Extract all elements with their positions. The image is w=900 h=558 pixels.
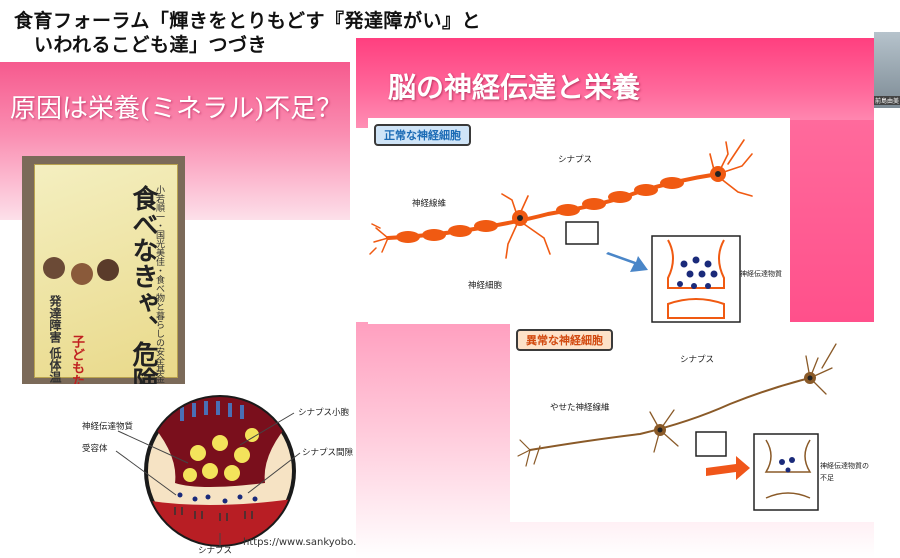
book-photo: 食べなきゃ、危険！ 小若順一・国光美佳・食べ物と暮らしの安全基金 発達障害 低体… [22, 156, 185, 384]
label-normal-transmitter: 神経伝達物質 [740, 269, 782, 278]
book-illustration-child [97, 259, 119, 281]
label-abnormal-transmitter-shortage: 不足 [820, 474, 834, 482]
label-normal-cell: 神経細胞 [468, 280, 503, 291]
abnormal-neuron-diagram: シナプス やせた神経線維 神経伝達物質の 不足 [517, 343, 869, 511]
source-url: https://www.sankyobo.co.jp/dicdet.html [243, 537, 441, 548]
normal-neuron-label: 正常な神経細胞 [374, 124, 471, 146]
label-synapse: シナプス [198, 546, 232, 555]
book-illustration-child [71, 263, 93, 285]
label-synaptic-cleft: シナプス間隙 [302, 447, 354, 458]
zoom-panel [651, 235, 741, 323]
book-title: 食べなきゃ、危険！ [128, 185, 158, 384]
abnormal-neuron-label: 異常な神経細胞 [516, 329, 613, 351]
label-normal-fiber: 神経線維 [412, 198, 447, 209]
label-abnormal-synapse: シナプス [680, 355, 714, 365]
book-authors: 小若順一・国光美佳・食べ物と暮らしの安全基金 [154, 185, 164, 383]
book-red-text: 子どもたちが劇的に変わっていく [67, 335, 86, 384]
label-synaptic-vesicle: シナプス小胞 [298, 407, 350, 418]
label-receptor: 受容体 [82, 443, 108, 454]
leader-line [117, 430, 189, 464]
zoom-box [695, 431, 727, 457]
synapse-diagram: 神経伝達物質 受容体 シナプス小胞 シナプス間隙 シナプス [82, 395, 354, 555]
zoom-arrow [606, 252, 648, 272]
left-slide-heading: 原因は栄養(ミネラル)不足？ [10, 94, 343, 124]
label-normal-synapse: シナプス [558, 155, 592, 165]
label-neurotransmitter: 神経伝達物質 [82, 421, 134, 432]
right-slide-side-band [790, 120, 874, 330]
normal-neuron-diagram: シナプス 神経線維 神経細胞 神経伝達物質 [369, 139, 782, 323]
book-illustration-child [43, 257, 65, 279]
label-abnormal-transmitter: 神経伝達物質の [820, 461, 869, 470]
zoom-box [565, 221, 599, 245]
label-abnormal-fiber: やせた神経線維 [550, 402, 610, 413]
page-title-line1: 食育フォーラム「輝きをとりもどす『発達障がい』と [14, 10, 482, 32]
book-cover: 食べなきゃ、危険！ 小若順一・国光美佳・食べ物と暮らしの安全基金 発達障害 低体… [34, 164, 178, 384]
presenter-name: 前島由美 [874, 96, 900, 105]
page-title-line2: いわれるこども達」つづき [34, 34, 268, 56]
right-slide-title: 脳の神経伝達と栄養 [388, 71, 641, 104]
presenter-webcam[interactable] [874, 32, 900, 108]
book-band-text: 発達障害 低体温 成績不振 [48, 295, 62, 384]
right-slide-header [356, 38, 874, 128]
zoom-arrow [706, 456, 750, 480]
